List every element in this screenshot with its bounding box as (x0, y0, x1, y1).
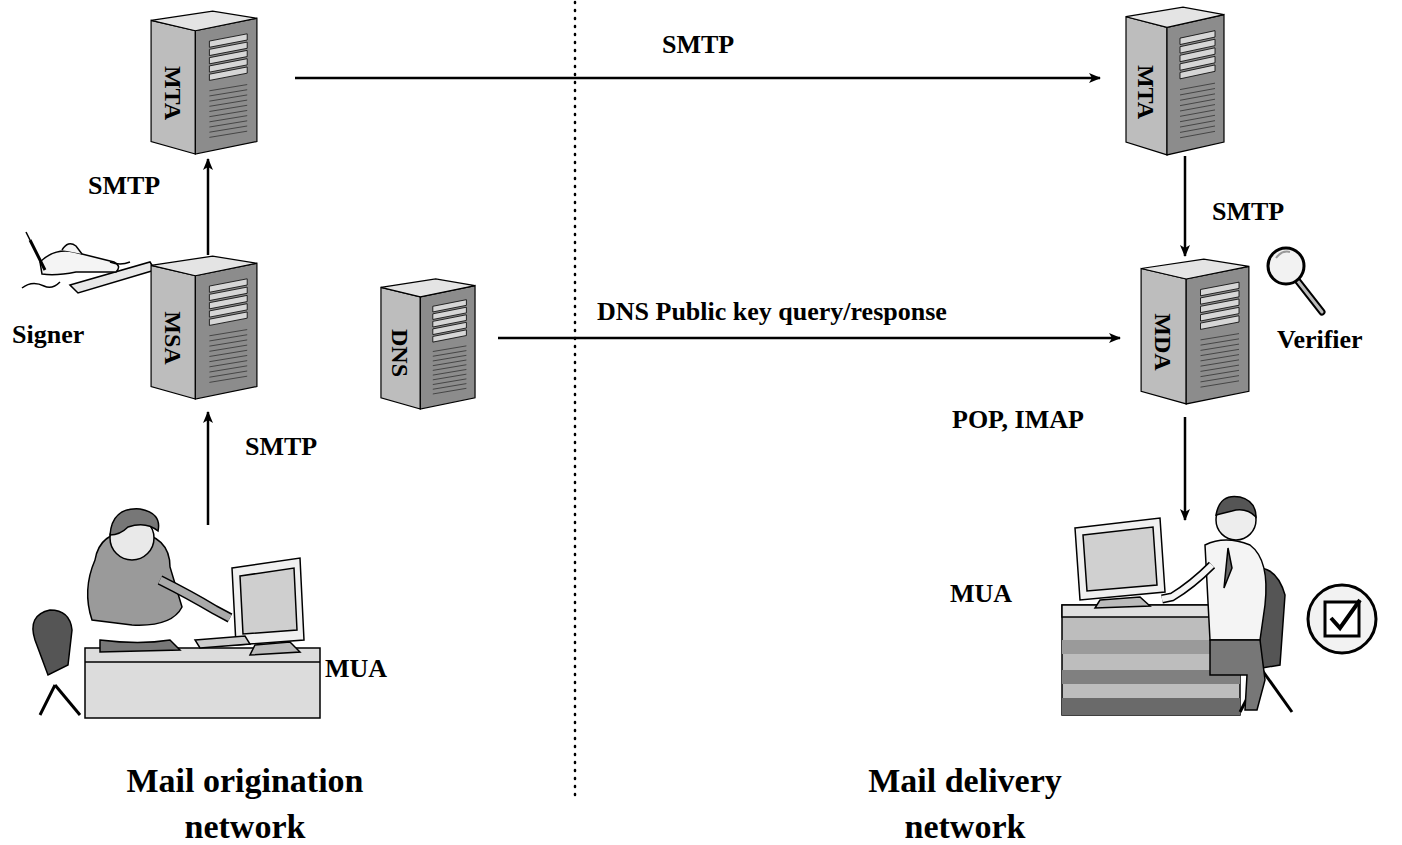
server-label: MTA (1134, 64, 1158, 118)
server-box: MDA (1140, 258, 1250, 405)
role-label: Signer (12, 320, 84, 350)
protocol-label: POP, IMAP (949, 405, 1087, 435)
user-agent: MUA (940, 520, 1310, 720)
network-caption: Mail origination network (70, 758, 420, 845)
signer-icon (22, 232, 155, 293)
server-label: DNS (388, 329, 412, 377)
protocol-label: SMTP (1209, 197, 1287, 227)
agent-label: MUA (325, 655, 387, 684)
connector-arrow (1184, 417, 1187, 520)
connector-arrow (498, 337, 1120, 340)
connector-arrow (1184, 156, 1187, 256)
server-box: MSA (150, 255, 258, 400)
connector-arrow (207, 159, 210, 255)
protocol-label: SMTP (242, 432, 320, 462)
network-caption: Mail delivery network (815, 758, 1115, 845)
server-box: DNS (380, 278, 476, 410)
server-label: MTA (161, 66, 185, 120)
server-box: MTA (1125, 6, 1225, 156)
server-box: MTA (150, 10, 258, 155)
connector-arrow (295, 77, 1100, 80)
recipient-user-figure (1062, 496, 1292, 715)
protocol-label: DNS Public key query/response (594, 297, 950, 327)
connector-arrow (207, 412, 210, 525)
agent-label: MUA (950, 580, 1012, 609)
role-label: Verifier (1277, 325, 1363, 355)
user-agent: MUA (30, 525, 420, 720)
server-label: MDA (1151, 313, 1175, 370)
check-icon (1308, 585, 1376, 653)
server-label: MSA (161, 311, 185, 364)
protocol-label: SMTP (659, 30, 737, 60)
protocol-label: SMTP (85, 171, 163, 201)
network-divider (574, 2, 577, 800)
sender-user-figure (33, 509, 320, 718)
magnifier-icon (1268, 248, 1322, 312)
